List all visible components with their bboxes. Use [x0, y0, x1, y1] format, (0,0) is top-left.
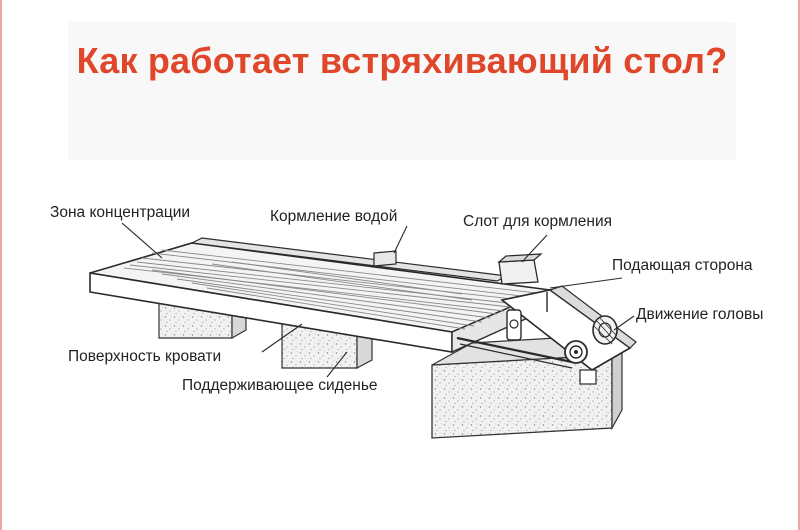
label-head-motion: Движение головы	[636, 306, 764, 323]
label-water-feeding: Кормление водой	[270, 208, 398, 225]
table-deck	[89, 237, 553, 354]
label-bed-surface: Поверхность кровати	[68, 348, 222, 365]
label-feeding-side: Подающая сторона	[612, 257, 753, 274]
drive-base	[431, 333, 623, 439]
page-title: Как работает встряхивающий стол?	[76, 40, 728, 81]
label-feeding-slot: Слот для кормления	[463, 213, 613, 230]
label-concentration-zone: Зона концентрации	[50, 204, 191, 221]
label-support-seat: Поддерживающее сиденье	[182, 377, 378, 394]
drive-mechanism	[456, 285, 637, 385]
title-panel	[68, 22, 736, 160]
leader-lines	[121, 222, 635, 378]
